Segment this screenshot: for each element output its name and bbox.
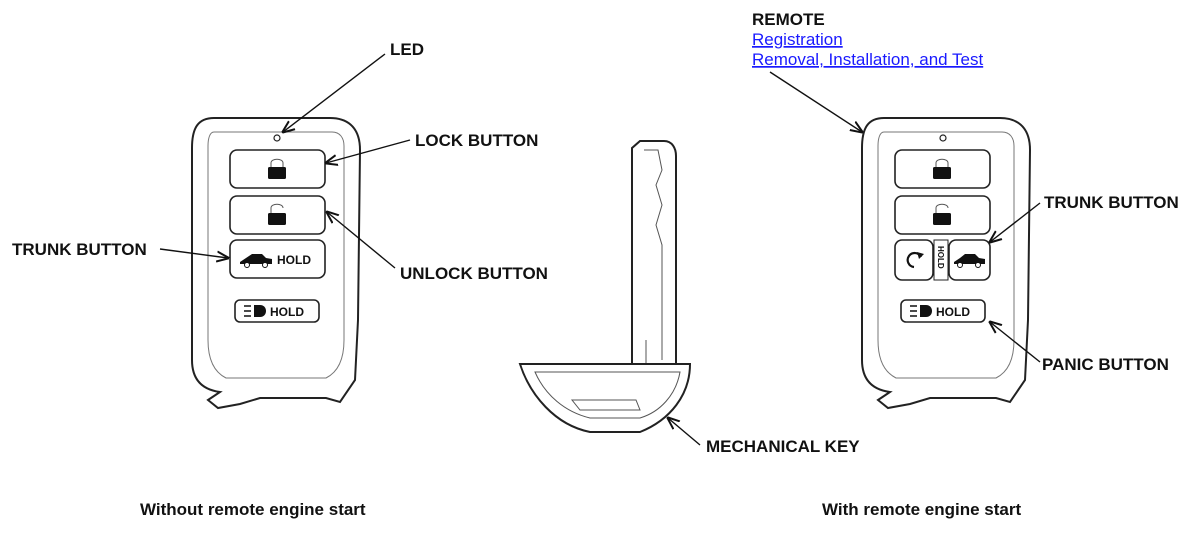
engine-start-button[interactable]	[894, 239, 934, 281]
caption-right: With remote engine start	[822, 500, 1021, 519]
remote-fob-engine-start: HOLD HOLD	[861, 117, 1032, 410]
registration-link[interactable]: Registration	[752, 30, 843, 49]
led-indicator	[273, 134, 281, 142]
unlock-button[interactable]	[229, 195, 326, 235]
mechanical-key-label: MECHANICAL KEY	[706, 437, 860, 456]
headlight-icon	[244, 305, 266, 317]
panic-button-label: PANIC BUTTON	[1042, 355, 1169, 374]
led-label: LED	[390, 40, 424, 59]
removal-installation-test-link[interactable]: Removal, Installation, and Test	[752, 50, 983, 69]
circular-arrow-icon	[906, 251, 924, 269]
panic-button[interactable]: HOLD	[234, 299, 320, 323]
trunk-button-label-right: TRUNK BUTTON	[1044, 193, 1179, 212]
led-indicator-right	[939, 134, 947, 142]
trunk-button-right[interactable]	[948, 239, 991, 281]
lock-button-label: LOCK BUTTON	[415, 131, 538, 150]
caption-left: Without remote engine start	[140, 500, 366, 519]
unlock-button-label: UNLOCK BUTTON	[400, 264, 548, 283]
panic-button-right[interactable]: HOLD	[900, 299, 986, 323]
padlock-closed-icon	[933, 158, 951, 179]
mechanical-key	[518, 140, 692, 433]
engine-hold-strip: HOLD	[933, 239, 949, 281]
car-icon	[240, 254, 272, 268]
lock-button[interactable]	[229, 149, 326, 189]
padlock-open-icon	[933, 203, 951, 225]
unlock-button-right[interactable]	[894, 195, 991, 235]
lock-button-right[interactable]	[894, 149, 991, 189]
headlight-icon	[910, 305, 932, 317]
callout-lines	[159, 53, 1041, 446]
remote-heading: REMOTE	[752, 10, 825, 29]
trunk-button[interactable]: HOLD	[229, 239, 326, 279]
panic-hold-text: HOLD	[270, 305, 304, 319]
panic-hold-text-right: HOLD	[936, 305, 970, 319]
engine-hold-text: HOLD	[936, 246, 945, 269]
padlock-closed-icon	[268, 158, 286, 179]
trunk-hold-text: HOLD	[277, 253, 311, 267]
trunk-button-label-left: TRUNK BUTTON	[12, 240, 147, 259]
padlock-open-icon	[268, 203, 286, 225]
car-icon	[954, 254, 985, 268]
remote-fob-standard: HOLD HOLD	[191, 117, 362, 410]
